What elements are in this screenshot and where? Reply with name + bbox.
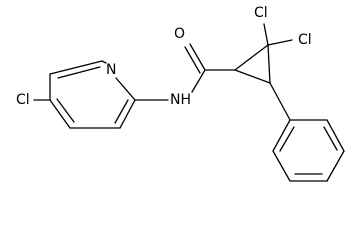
cyclopropane-ring (234, 44, 271, 84)
bond-cyclopropane-c3-c1 (234, 69, 271, 84)
bond-nh-carbonyl-carbon (191, 69, 206, 93)
bond-phenyl-c3-c4 (326, 150, 345, 182)
bond-phenyl-c2-c3 (326, 119, 345, 152)
bond-pyridine-c2-c3-inner-double (114, 99, 129, 124)
bond-pyridine-c5-c6 (49, 60, 103, 75)
bond-pyridine-n-c2 (115, 77, 136, 101)
pyridine-ring (49, 60, 136, 129)
atom-label-nh-amide: NH (170, 92, 191, 108)
atom-label-cl-pyridine: Cl (16, 92, 30, 108)
chemical-structure-diagram: Cl N NH O Cl Cl (16, 5, 345, 182)
bond-phenyl-c5-c6 (272, 150, 291, 182)
bond-carbonyl-double-b (184, 46, 201, 74)
bond-cyclopropane-cl-a (263, 23, 269, 46)
atom-label-o-carbonyl: O (174, 26, 185, 42)
bond-phenyl-c2-c3-inner-double (323, 126, 338, 151)
bond-pyridine-c2-c3 (119, 99, 136, 129)
bond-pyridine-c4-c5 (49, 99, 71, 129)
bond-pyridine-c6-n (101, 60, 107, 64)
bond-cyclopropane-cl-b (267, 39, 293, 46)
bond-cyclopropane-c2-c3 (267, 44, 271, 84)
bond-phenyl-c6-c1-inner-double (279, 126, 295, 152)
bond-cyclopropane-phenyl (269, 82, 291, 121)
bond-pyridine-c4-c5-inner-double (56, 98, 75, 123)
bond-carbonyl-double-a (189, 43, 206, 71)
atom-label-n-pyridine: N (106, 62, 116, 78)
bond-phenyl-c6-c1 (272, 119, 291, 152)
atom-label-cl-cyclopropane-a: Cl (254, 5, 268, 21)
phenyl-ring (272, 119, 345, 182)
atom-label-cl-cyclopropane-b: Cl (298, 32, 312, 48)
bond-cyclopropane-c1-c2 (234, 44, 269, 71)
bond-pyridine-c6-c5-inner-double (57, 66, 101, 79)
